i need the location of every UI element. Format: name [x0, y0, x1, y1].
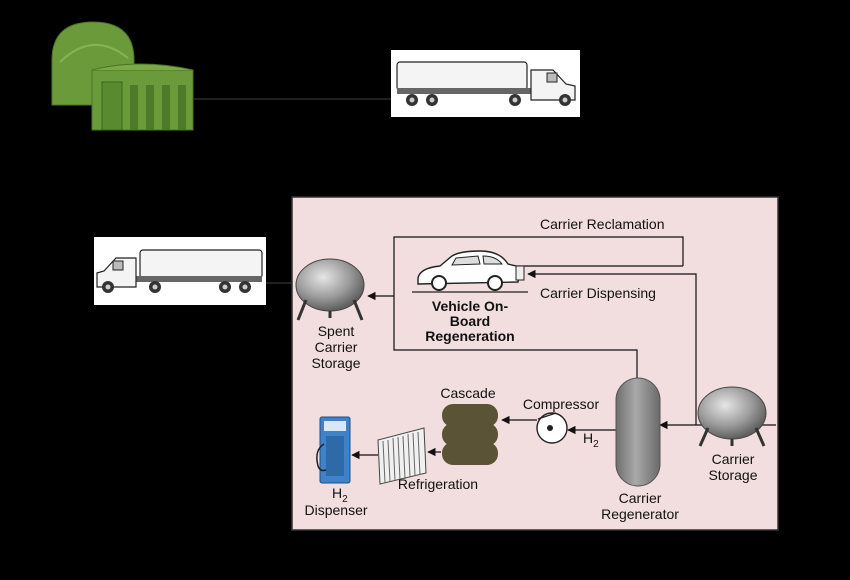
refrigeration-label: Refrigeration — [398, 476, 478, 492]
vehicle-icon — [412, 250, 528, 293]
spent-carrier-storage-tank-icon — [295, 258, 365, 321]
h2-flow-label: H2 — [583, 430, 599, 450]
spent-storage-label-line1: Spent — [318, 323, 355, 339]
power-plant-icon — [51, 21, 194, 131]
process-panel — [291, 196, 779, 531]
carrier-regenerator-vessel-icon — [615, 377, 661, 487]
carrier-storage-tank-icon — [697, 386, 767, 447]
regenerator-label-line2: Regenerator — [601, 506, 679, 522]
cascade-storage-icon — [442, 404, 498, 465]
vehicle-onboard-label-line3: Regeneration — [425, 328, 514, 344]
carrier-storage-label-line2: Storage — [708, 467, 757, 483]
hydrogen-dispenser-icon — [316, 416, 351, 484]
cascade-label: Cascade — [440, 385, 495, 401]
spent-storage-label-line2: Carrier — [315, 339, 358, 355]
refrigeration-unit-icon — [377, 427, 427, 485]
vehicle-onboard-label-line1: Vehicle On- — [432, 298, 509, 314]
dispenser-h2-label: H2 — [332, 485, 348, 505]
regenerator-to-spent-arrow — [393, 298, 638, 380]
delivery-truck-icon — [391, 50, 580, 117]
spent-storage-label-line3: Storage — [311, 355, 360, 371]
dispenser-label: Dispenser — [304, 502, 367, 518]
regenerator-label-line1: Carrier — [619, 490, 662, 506]
compressor-label: Compressor — [523, 396, 600, 412]
carrier-dispensing-label: Carrier Dispensing — [540, 285, 656, 301]
carrier-reclamation-label: Carrier Reclamation — [540, 216, 664, 232]
spent-carrier-truck-icon — [94, 237, 266, 305]
compressor-icon — [536, 412, 568, 444]
vehicle-onboard-label-line2: Board — [450, 313, 490, 329]
carrier-dispensing-arrow — [527, 269, 697, 425]
carrier-reclamation-arrow — [393, 236, 684, 298]
carrier-storage-label-line1: Carrier — [712, 451, 755, 467]
